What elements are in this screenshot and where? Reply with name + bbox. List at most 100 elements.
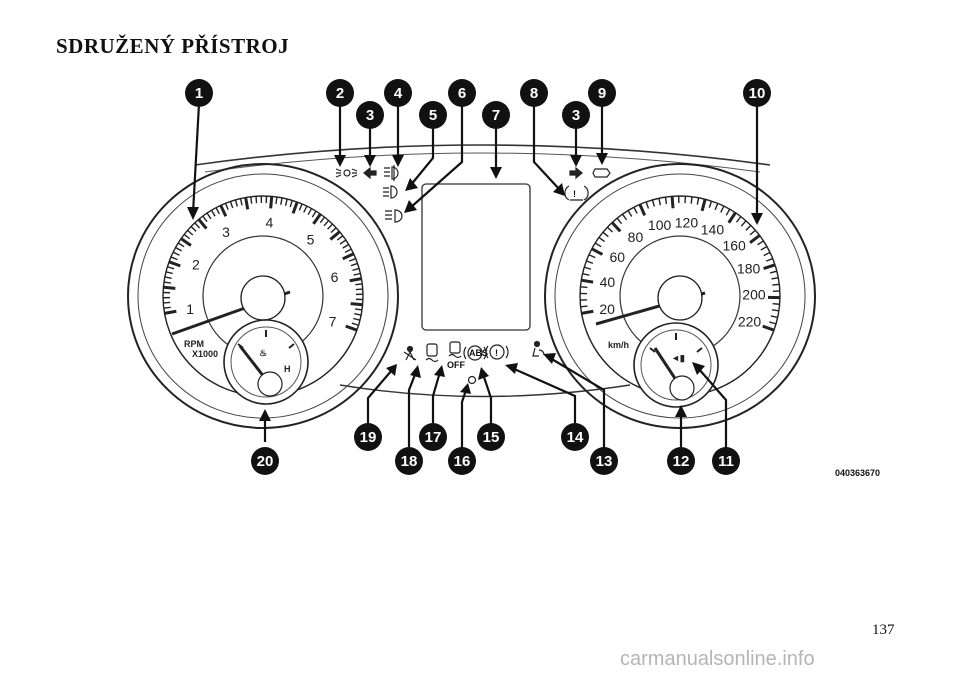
dial-tick xyxy=(291,201,299,214)
dial-tick xyxy=(727,211,737,224)
dial-tick xyxy=(714,203,719,211)
dial-tick xyxy=(736,216,742,223)
parking-lights-icon xyxy=(335,168,358,178)
dial-tick xyxy=(163,285,176,290)
dial-tick xyxy=(354,308,363,311)
dial-number: 20 xyxy=(599,301,615,317)
dial-tick xyxy=(633,206,638,214)
callout-20: 20 xyxy=(251,447,279,475)
dial-tick xyxy=(745,224,752,231)
callout-number: 10 xyxy=(749,85,766,102)
dial-tick xyxy=(349,277,362,283)
dial-tick xyxy=(311,210,317,218)
callout-number: 20 xyxy=(257,453,274,470)
svg-text:OFF: OFF xyxy=(447,360,465,370)
callout-18: 18 xyxy=(395,447,423,475)
dial-number: 100 xyxy=(648,217,672,233)
traction-control-icon xyxy=(425,343,439,363)
fuel-gauge-inner xyxy=(640,329,712,401)
dial-tick xyxy=(588,254,596,259)
dial-tick xyxy=(175,246,182,252)
temperature-hub xyxy=(257,371,283,397)
dial-tick xyxy=(725,208,731,216)
seat-belt-icon xyxy=(403,345,417,361)
dial-tick xyxy=(584,266,592,270)
speedometer-ticks xyxy=(580,195,781,332)
dial-tick xyxy=(190,226,197,232)
dial-tick xyxy=(769,270,778,274)
center-display xyxy=(421,183,531,331)
callout-5: 5 xyxy=(419,101,447,129)
dial-tick xyxy=(307,208,313,215)
callout-12: 12 xyxy=(667,447,695,475)
dial-tick xyxy=(591,247,604,256)
callout-leaders xyxy=(191,103,759,448)
dial-tick xyxy=(229,201,234,209)
dial-tick xyxy=(772,283,780,286)
callout-number: 15 xyxy=(483,429,500,446)
dial-tick xyxy=(239,198,243,206)
dial-tick xyxy=(163,306,171,309)
rear-fog-lamp-icon xyxy=(384,165,399,181)
callout-19: 19 xyxy=(354,423,382,451)
dial-number: 140 xyxy=(701,221,725,237)
dial-tick xyxy=(303,205,308,213)
dial-tick xyxy=(763,251,771,257)
dial-tick xyxy=(165,271,173,275)
callout-number: 13 xyxy=(596,453,613,470)
tachometer-hub xyxy=(240,275,286,321)
callout-number: 9 xyxy=(598,85,606,102)
dial-tick xyxy=(350,302,363,307)
callout-4: 4 xyxy=(384,79,412,107)
dial-tick xyxy=(250,196,253,204)
dial-tick xyxy=(582,272,590,276)
dial-number: 4 xyxy=(266,214,274,230)
dial-tick xyxy=(651,199,656,207)
dial-number: 40 xyxy=(600,274,616,290)
dial-tick xyxy=(670,196,675,209)
dial-tick xyxy=(616,217,623,225)
speed-unit-label: km/h xyxy=(608,340,629,350)
dial-tick xyxy=(769,321,777,325)
callout-15: 15 xyxy=(477,423,505,451)
dial-tick xyxy=(352,267,360,272)
callout-number: 18 xyxy=(401,453,418,470)
dial-tick xyxy=(348,257,356,262)
dial-tick xyxy=(284,198,288,206)
dial-tick xyxy=(342,243,350,249)
dial-tick xyxy=(762,324,775,332)
dial-tick xyxy=(336,235,344,241)
dial-tick xyxy=(749,234,761,244)
dial-number: 220 xyxy=(738,313,762,329)
dial-tick xyxy=(664,196,668,205)
dial-number: 3 xyxy=(222,224,230,240)
dial-tick xyxy=(280,197,283,205)
dial-tick xyxy=(580,286,588,289)
cluster-housing-bottom xyxy=(339,384,631,398)
dial-tick xyxy=(586,260,594,265)
dial-tick xyxy=(770,315,778,319)
dial-number: 2 xyxy=(192,257,200,273)
callout-number: 7 xyxy=(492,107,500,124)
dial-tick xyxy=(312,213,322,225)
dial-tick xyxy=(658,198,662,206)
temperature-gauge xyxy=(223,319,309,405)
dial-number: 6 xyxy=(331,269,339,285)
dial-tick xyxy=(720,205,725,213)
temperature-hot-label: H xyxy=(284,364,291,374)
upper-indicators: ! xyxy=(335,165,611,223)
dial-tick xyxy=(690,196,693,204)
dial-number: 5 xyxy=(307,231,315,247)
dial-number: 180 xyxy=(737,260,761,276)
dial-tick xyxy=(170,256,178,261)
dial-tick xyxy=(638,203,647,216)
dial-tick xyxy=(355,283,363,286)
dial-tick xyxy=(351,322,359,326)
dial-tick xyxy=(353,272,361,276)
callout-2: 2 xyxy=(326,79,354,107)
dial-tick xyxy=(602,231,609,238)
